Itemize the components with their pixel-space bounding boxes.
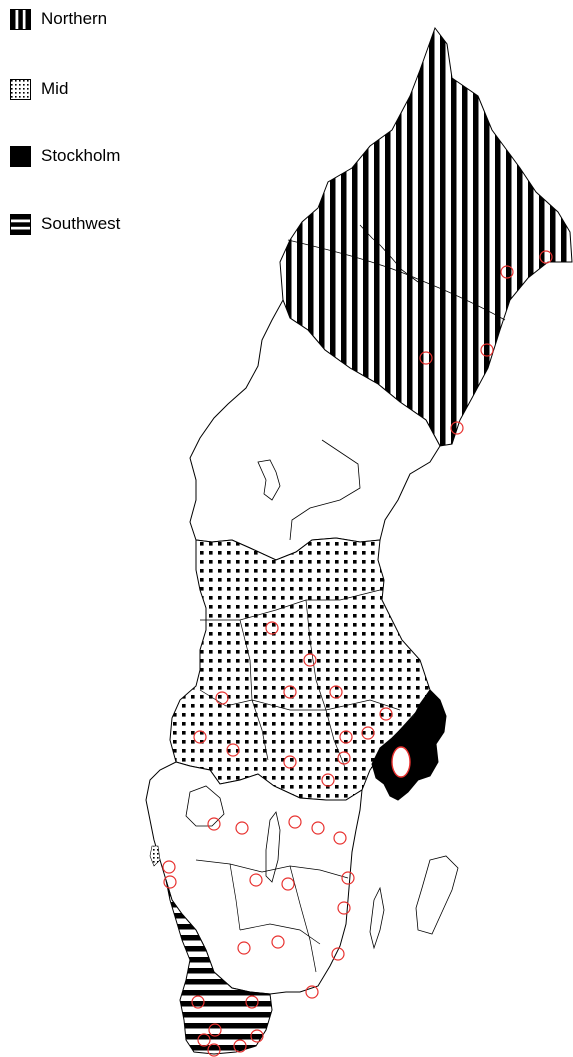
island-gotland (415, 855, 459, 935)
city-marker (163, 875, 177, 889)
coastal-islands-west (149, 845, 161, 867)
legend-label: Southwest (41, 214, 121, 233)
region-mid-borders (199, 589, 401, 771)
city-marker (339, 730, 353, 744)
city-marker (271, 935, 285, 949)
legend-label: Stockholm (41, 146, 121, 165)
city-marker (305, 985, 319, 999)
city-marker (233, 1039, 247, 1053)
city-marker (288, 815, 302, 829)
legend-item-northern: Northern (10, 8, 107, 30)
city-marker (283, 685, 297, 699)
city-marker (500, 265, 514, 279)
city-marker (303, 653, 317, 667)
region-northern-border (287, 239, 506, 321)
horizontal-stripes-icon (10, 213, 31, 235)
city-marker (237, 941, 251, 955)
legend-item-mid: Mid (10, 78, 68, 100)
city-marker (215, 691, 229, 705)
island-oland (369, 886, 385, 950)
city-marker (235, 821, 249, 835)
city-marker (207, 1043, 221, 1057)
city-marker (329, 685, 343, 699)
city-marker (337, 901, 351, 915)
region-northern-coast (359, 224, 419, 283)
city-marker (333, 831, 347, 845)
city-marker (361, 726, 375, 740)
city-marker (321, 773, 335, 787)
region-south-borders (195, 859, 349, 973)
city-marker (311, 821, 325, 835)
region-stockholm (371, 689, 447, 801)
legend-item-southwest: Southwest (10, 213, 120, 235)
city-marker (193, 730, 207, 744)
legend-label: Mid (41, 79, 69, 98)
city-marker (419, 351, 433, 365)
legend-item-stockholm: Stockholm (10, 145, 120, 167)
city-marker (245, 995, 259, 1009)
city-marker (250, 1029, 264, 1043)
city-marker (539, 250, 553, 264)
city-marker (208, 1023, 222, 1037)
city-marker (379, 707, 393, 721)
solid-fill-icon (10, 145, 31, 167)
city-marker (283, 755, 297, 769)
city-marker (331, 947, 345, 961)
city-markers (162, 250, 553, 1057)
city-marker (450, 421, 464, 435)
city-marker (162, 860, 176, 874)
city-marker (197, 1033, 211, 1047)
stockholm-marker (391, 746, 411, 778)
region-southwest (165, 879, 273, 1055)
city-marker (226, 743, 240, 757)
lake-vattern (265, 811, 281, 883)
city-marker (207, 817, 221, 831)
legend-label: Northern (41, 9, 108, 28)
dots-pattern-icon (10, 78, 31, 100)
lake-storsjon (257, 459, 281, 501)
city-marker (191, 995, 205, 1009)
city-marker (265, 621, 279, 635)
city-marker (281, 877, 295, 891)
city-marker (341, 871, 355, 885)
city-marker (337, 751, 351, 765)
city-marker (480, 343, 494, 357)
vertical-stripes-icon (10, 8, 31, 30)
city-marker (249, 873, 263, 887)
region-central-border (289, 439, 361, 541)
